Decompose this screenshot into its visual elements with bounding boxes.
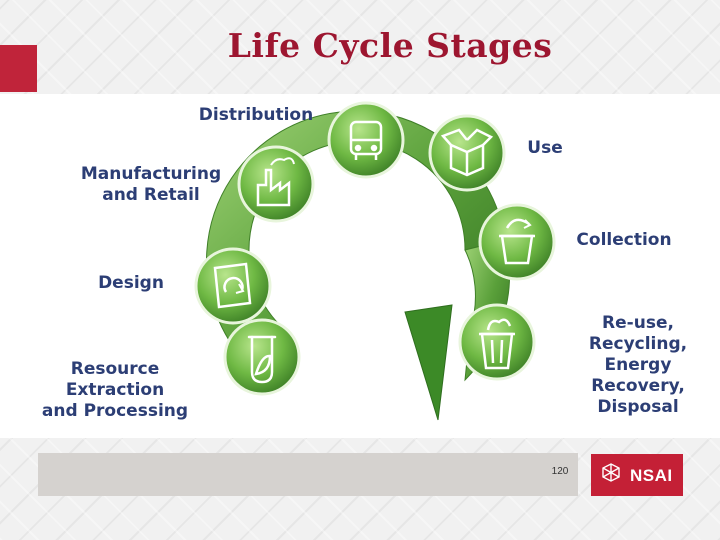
stage-label-reuse-recycling: Re-use, Recycling, Energy Recovery, Disp… [556, 313, 720, 418]
stage-label-collection: Collection [576, 230, 672, 251]
stage-circle-distribution [329, 103, 403, 177]
stage-circle-use [430, 116, 504, 190]
page-number: 120 [545, 466, 575, 477]
stage-label-manufacturing: Manufacturing and Retail [80, 164, 222, 206]
cycle-arrow-head [405, 305, 452, 420]
slide-title: Life Cycle Stages [0, 26, 720, 65]
stage-label-distribution: Distribution [196, 105, 316, 126]
nsai-logo-mark-icon [591, 454, 625, 496]
stage-circle-design [196, 249, 270, 323]
stage-label-resource-extraction: Resource Extraction and Processing [24, 359, 206, 422]
stage-circle-reuse-recycling [460, 305, 534, 379]
footer-bar [38, 453, 578, 496]
stage-circle-collection [480, 205, 554, 279]
stage-circle-resource-extraction [225, 320, 299, 394]
nsai-logo-text: NSAI [630, 466, 673, 486]
stage-label-use: Use [522, 138, 568, 159]
stage-circle-manufacturing [239, 147, 313, 221]
stage-label-design: Design [96, 273, 166, 294]
